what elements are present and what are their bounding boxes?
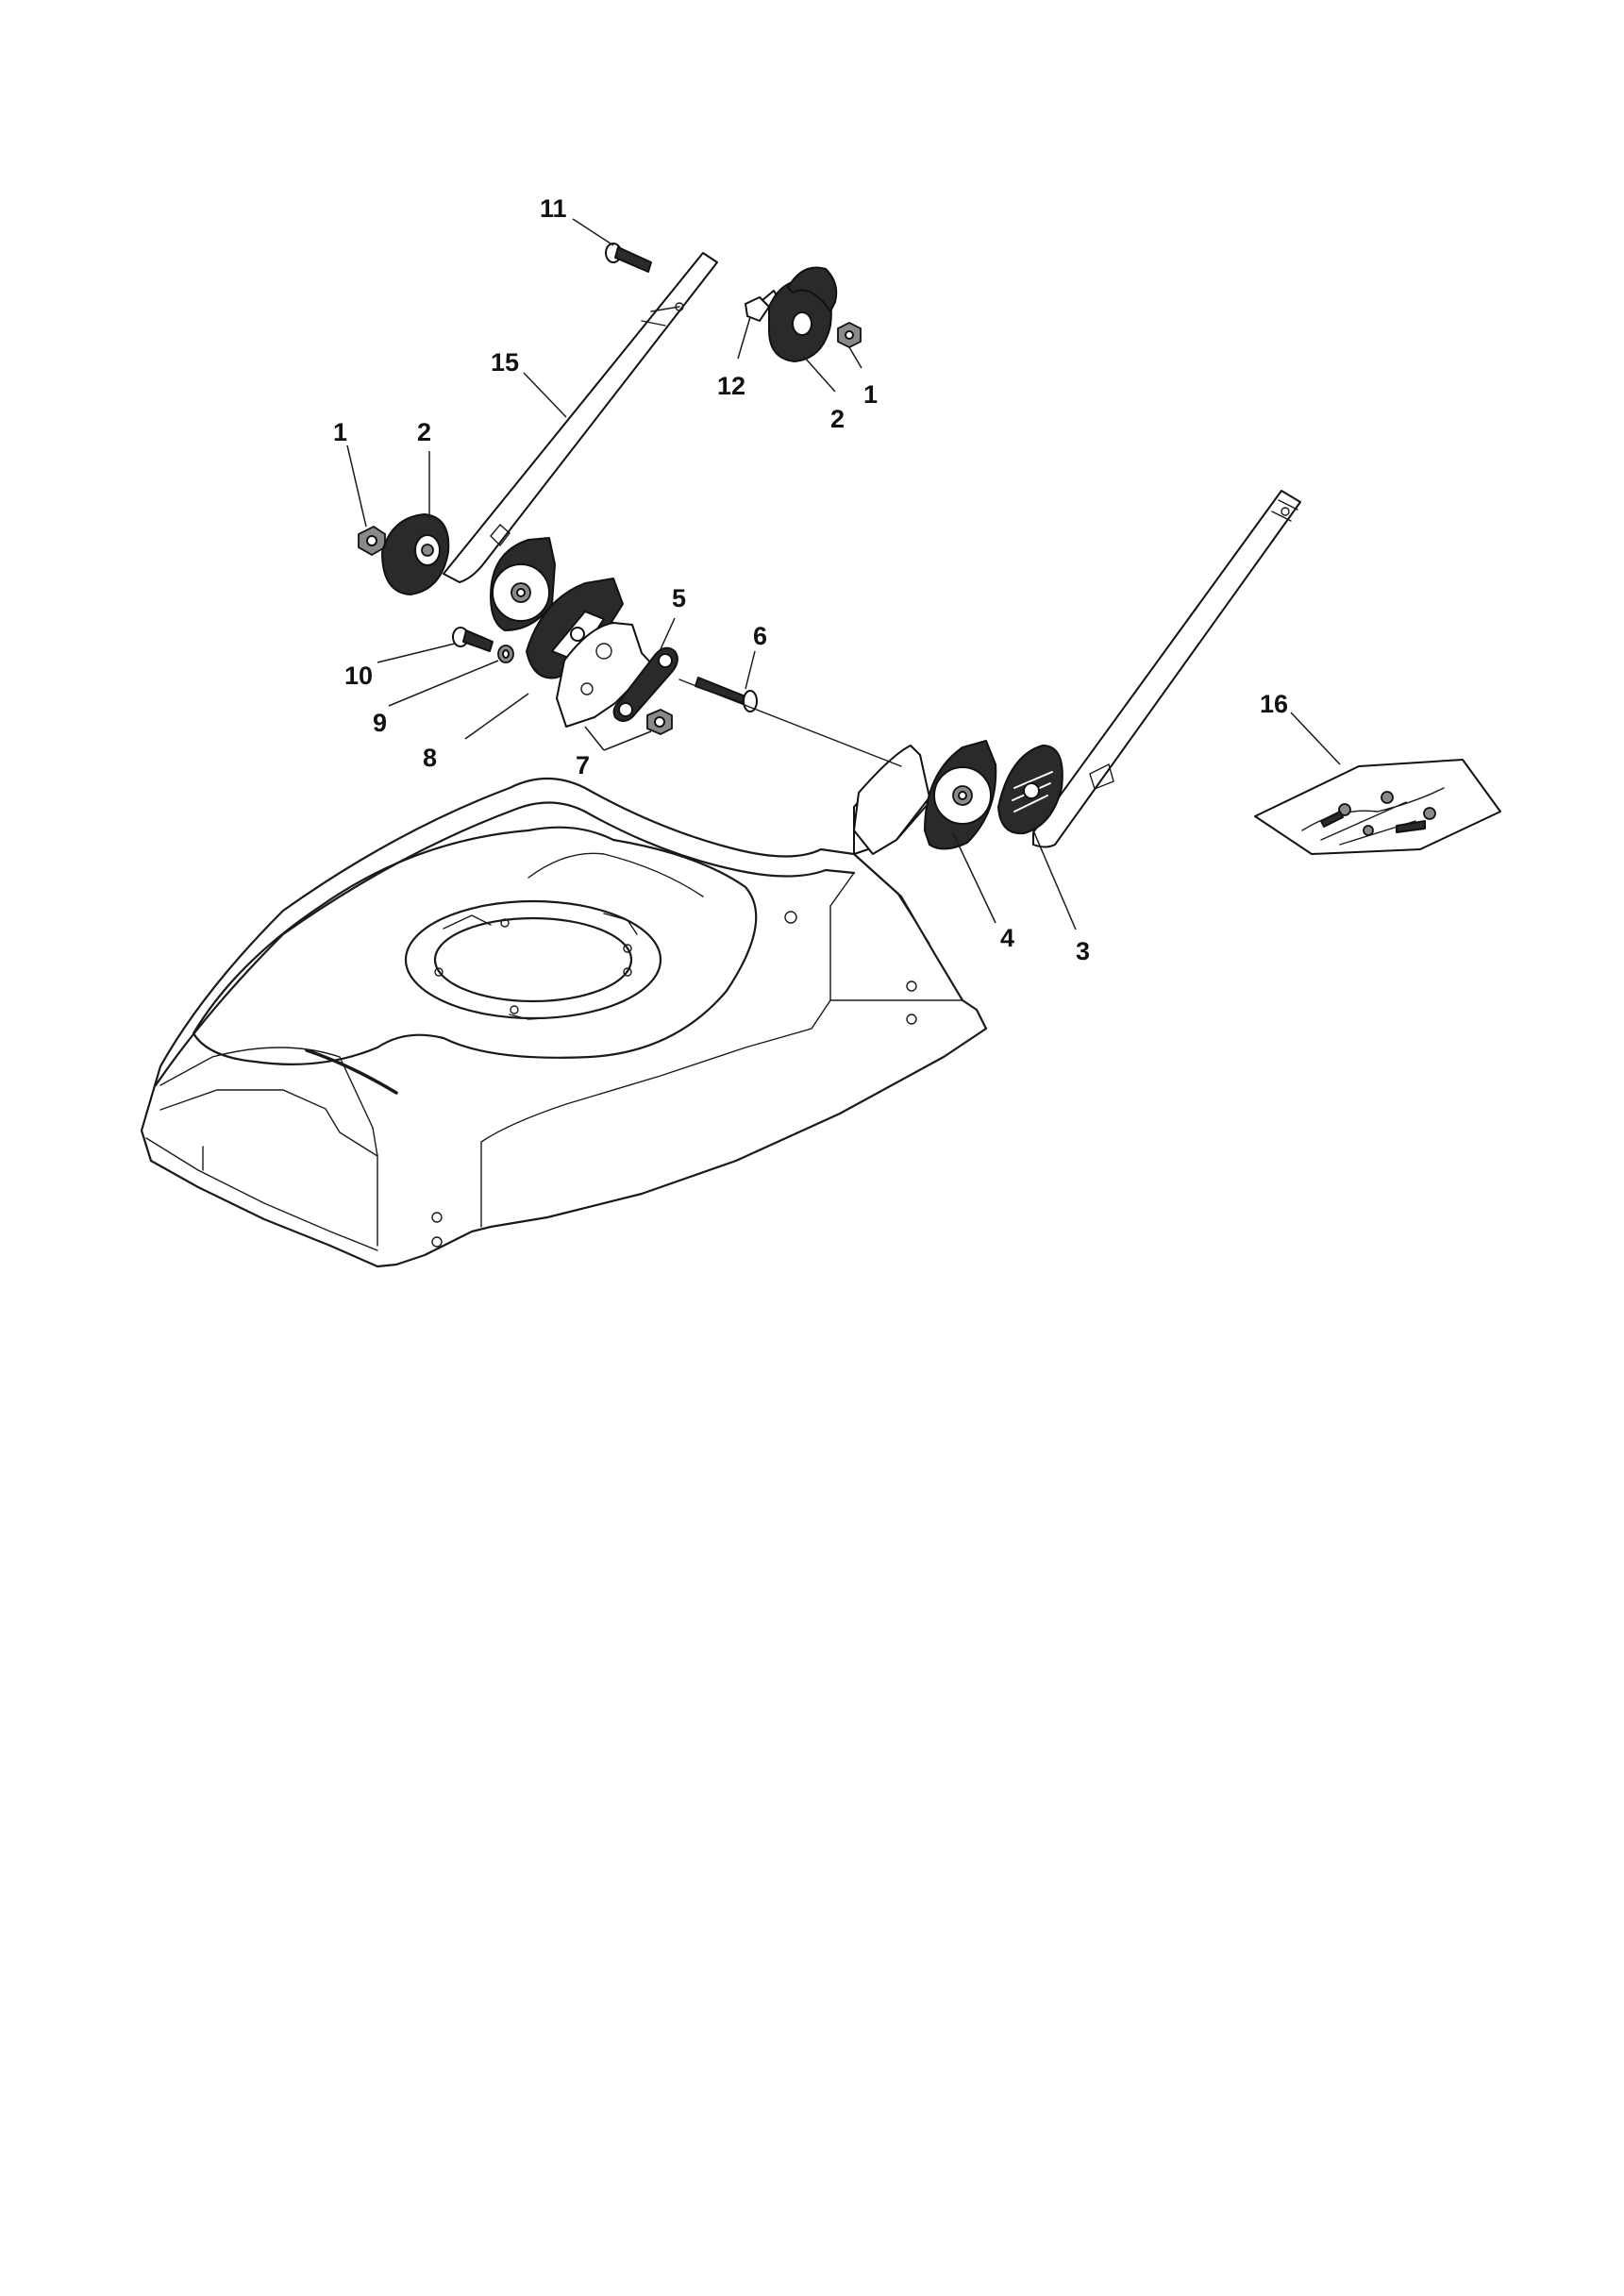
side-plate-left (556, 622, 654, 728)
link-arm (612, 646, 678, 722)
callout-10: 10 (344, 662, 373, 690)
bolt-6 (695, 677, 758, 712)
knob-top-2 (768, 266, 838, 362)
screw-10 (452, 627, 494, 652)
callout-1-top: 1 (863, 380, 878, 409)
hardware-bag-16 (1254, 759, 1501, 855)
callout-9: 9 (373, 709, 387, 737)
callout-11: 11 (540, 194, 567, 223)
callout-5: 5 (672, 584, 686, 612)
knob-left (381, 513, 450, 595)
callout-8: 8 (423, 744, 437, 772)
nut-top-1 (837, 321, 862, 349)
callout-1-left: 1 (333, 418, 347, 446)
adjuster-disc-left (490, 537, 556, 631)
callout-3: 3 (1076, 937, 1090, 965)
callout-2-left: 2 (417, 418, 431, 446)
left-lower-handle-bar (443, 252, 718, 583)
callout-15: 15 (491, 348, 519, 377)
callout-7: 7 (576, 751, 590, 779)
link-nut (646, 709, 673, 735)
nut-left (358, 525, 386, 557)
callout-2-top: 2 (830, 405, 845, 433)
callout-12: 12 (717, 372, 745, 400)
right-lower-handle-bar (1032, 490, 1301, 848)
callout-6: 6 (753, 622, 767, 650)
callout-16: 16 (1260, 690, 1288, 718)
washer-9 (497, 645, 514, 663)
side-plate-right (853, 745, 930, 855)
leader-lines (346, 218, 1341, 930)
screw-11 (605, 243, 652, 273)
callout-4: 4 (1000, 924, 1014, 952)
adjuster-disc-right (924, 740, 997, 850)
knob-right-3 (997, 745, 1063, 835)
callout-labels: 11 15 12 2 1 1 2 5 6 10 9 8 7 16 4 3 (333, 194, 1288, 965)
